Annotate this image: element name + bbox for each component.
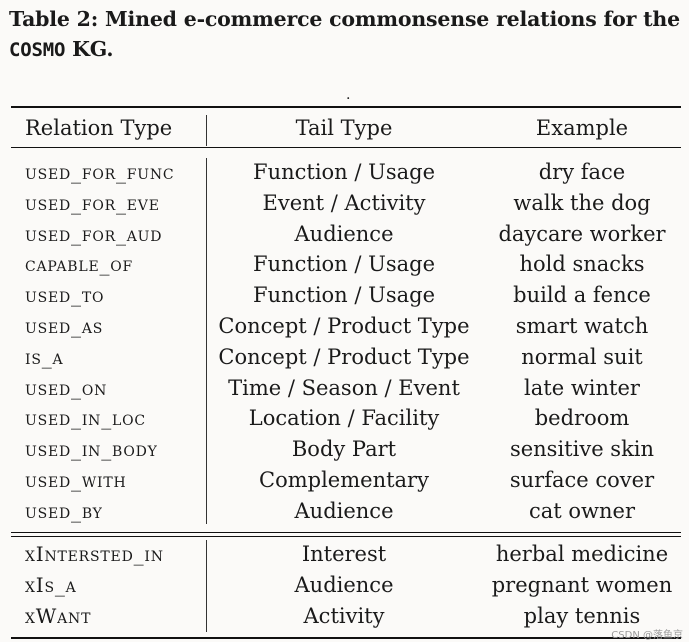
watermark: CSDN @落鱼京 xyxy=(611,630,683,641)
header-rule xyxy=(11,147,681,148)
example-cell: dry face xyxy=(538,160,626,184)
tail-type-cell: Function / Usage xyxy=(253,252,435,277)
header-tail-type: Tail Type xyxy=(295,116,393,140)
table-row: used_to Function / Usage build a fence xyxy=(0,280,689,310)
tail-type-cell: Location / Facility xyxy=(248,406,440,431)
example-cell: pregnant women xyxy=(491,573,673,597)
relation-cell: xIntersted_in xyxy=(25,542,164,566)
table-row: used_as Concept / Product Type smart watch xyxy=(0,311,689,341)
top-rule xyxy=(11,106,681,108)
caption-suffix: KG. xyxy=(65,37,114,61)
table-row: used_for_func Function / Usage dry face xyxy=(0,157,689,187)
table-row: xIntersted_in Interest herbal medicine xyxy=(0,539,689,569)
column-divider-group1 xyxy=(206,158,207,524)
table-row: used_by Audience cat owner xyxy=(0,496,689,526)
table-row: used_in_body Body Part sensitive skin xyxy=(0,434,689,464)
table-row: used_in_loc Location / Facility bedroom xyxy=(0,403,689,433)
table-row: used_on Time / Season / Event late winter xyxy=(0,373,689,403)
tail-type-cell: Time / Season / Event xyxy=(228,375,460,400)
stray-dot: . xyxy=(346,87,351,103)
relation-cell: capable_of xyxy=(25,252,134,277)
tail-type-cell: Concept / Product Type xyxy=(218,344,470,369)
table-row: used_for_aud Audience daycare worker xyxy=(0,219,689,249)
relation-cell: used_with xyxy=(25,468,127,492)
relation-cell: used_for_eve xyxy=(25,190,160,215)
group-separator-rule-1 xyxy=(11,532,681,533)
table-row: is_a Concept / Product Type normal suit xyxy=(0,342,689,372)
tail-type-cell: Activity xyxy=(303,604,385,628)
relation-cell: used_for_aud xyxy=(25,221,163,246)
tail-type-cell: Audience xyxy=(294,573,394,597)
table-row: xWant Activity play tennis xyxy=(0,601,689,631)
relation-cell: xIs_a xyxy=(25,573,77,597)
column-divider-header xyxy=(206,115,207,146)
header-example: Example xyxy=(535,116,629,140)
tail-type-cell: Complementary xyxy=(259,468,429,492)
bottom-rule xyxy=(11,637,681,639)
relation-cell: used_in_loc xyxy=(25,406,146,431)
example-cell: surface cover xyxy=(509,468,655,492)
column-divider-group2 xyxy=(206,540,207,632)
example-cell: build a fence xyxy=(513,283,651,308)
table-row: used_for_eve Event / Activity walk the dog xyxy=(0,188,689,218)
example-cell: sensitive skin xyxy=(509,437,655,462)
tail-type-cell: Body Part xyxy=(291,437,397,462)
example-cell: cat owner xyxy=(528,498,635,523)
header-relation-type: Relation Type xyxy=(25,116,173,140)
example-cell: smart watch xyxy=(515,314,649,338)
relation-cell: used_by xyxy=(25,498,103,523)
example-cell: walk the dog xyxy=(513,190,651,215)
relation-cell: used_in_body xyxy=(25,437,158,462)
caption-kg-name: COSMO xyxy=(9,39,66,61)
tail-type-cell: Interest xyxy=(301,542,387,566)
example-cell: hold snacks xyxy=(519,252,645,277)
example-cell: bedroom xyxy=(534,406,630,431)
group-separator-rule-2 xyxy=(11,536,681,537)
table-row: used_with Complementary surface cover xyxy=(0,465,689,495)
table-row: xIs_a Audience pregnant women xyxy=(0,570,689,600)
tail-type-cell: Function / Usage xyxy=(253,160,435,184)
relation-cell: xWant xyxy=(25,604,92,628)
example-cell: play tennis xyxy=(523,604,641,628)
table-caption: Table 2: Mined e-commerce commonsense re… xyxy=(9,4,685,65)
table-header-row: Relation Type Tail Type Example xyxy=(0,113,689,143)
relation-cell: used_on xyxy=(25,375,108,400)
example-cell: herbal medicine xyxy=(495,542,669,566)
tail-type-cell: Audience xyxy=(294,221,394,246)
tail-type-cell: Event / Activity xyxy=(262,190,426,215)
caption-prefix: Table 2: Mined e-commerce commonsense re… xyxy=(9,7,680,31)
example-cell: late winter xyxy=(524,375,640,400)
tail-type-cell: Function / Usage xyxy=(253,283,435,308)
tail-type-cell: Concept / Product Type xyxy=(218,314,470,338)
example-cell: daycare worker xyxy=(498,221,666,246)
relation-cell: used_to xyxy=(25,283,105,308)
relation-cell: used_as xyxy=(25,314,104,338)
tail-type-cell: Audience xyxy=(294,498,394,523)
relation-cell: is_a xyxy=(25,344,64,369)
relation-cell: used_for_func xyxy=(25,160,175,184)
example-cell: normal suit xyxy=(521,344,643,369)
table-row: capable_of Function / Usage hold snacks xyxy=(0,249,689,279)
